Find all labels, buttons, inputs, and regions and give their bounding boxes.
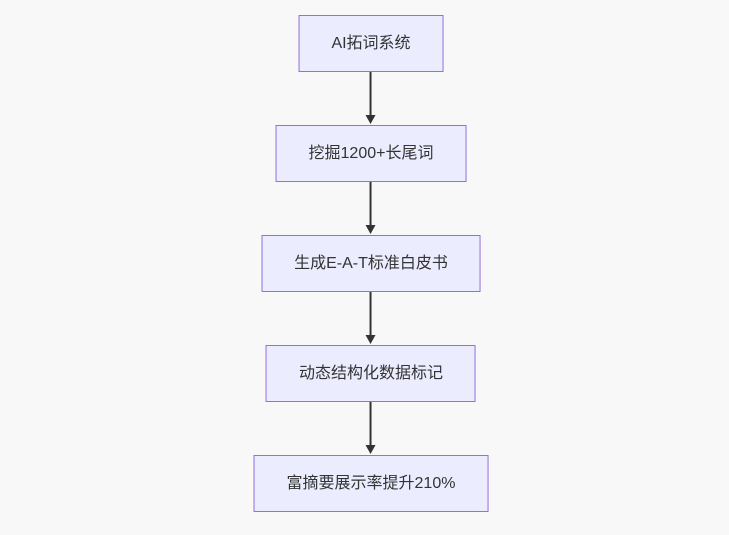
arrow-down-icon (366, 402, 376, 454)
arrow-down-icon (366, 292, 376, 344)
flow-node-rich-snippet-rate: 富摘要展示率提升210% (253, 455, 489, 512)
flowchart-column: AI拓词系统 挖掘1200+长尾词 生成E-A-T标准白皮书 动态结构化数据标记… (253, 15, 489, 512)
flow-node-eat-whitepaper: 生成E-A-T标准白皮书 (261, 235, 481, 292)
flow-node-structured-data-markup: 动态结构化数据标记 (265, 345, 476, 402)
flow-node-longtail-keywords: 挖掘1200+长尾词 (275, 125, 467, 182)
arrow-down-icon (366, 182, 376, 234)
flow-node-ai-keyword-system: AI拓词系统 (298, 15, 444, 72)
arrow-down-icon (366, 72, 376, 124)
